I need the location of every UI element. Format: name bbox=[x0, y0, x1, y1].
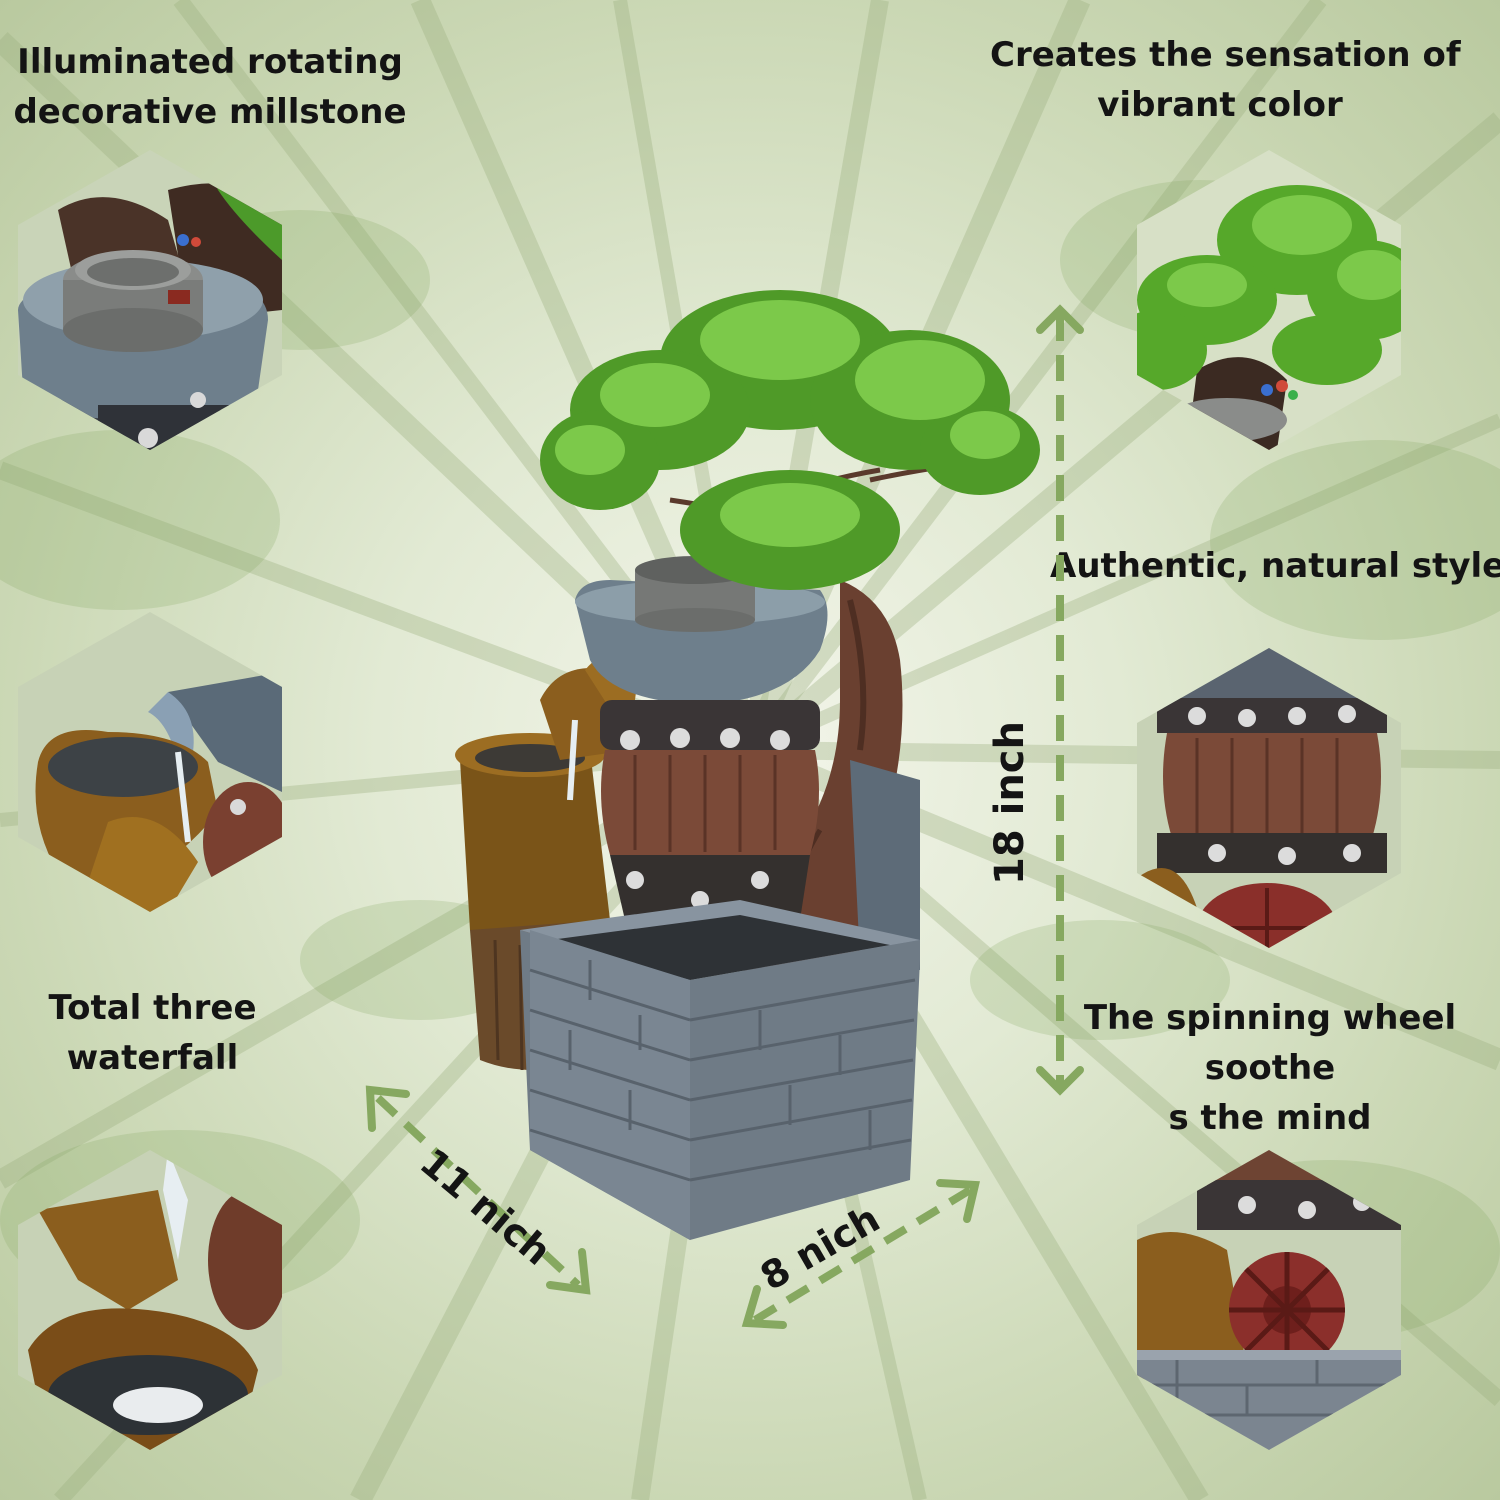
bonsai-foliage bbox=[540, 290, 1040, 590]
caption-wheel-line-1: The spinning wheel bbox=[1083, 998, 1457, 1038]
hex-pool-closeup bbox=[18, 1150, 282, 1450]
caption-waterfall-line-1: Total three bbox=[48, 988, 257, 1028]
hex-wheel-closeup bbox=[1137, 1150, 1401, 1450]
brick-basin bbox=[520, 900, 920, 1240]
caption-millstone: Illuminated rotating decorative millston… bbox=[10, 37, 410, 137]
caption-waterfall: Total three waterfall bbox=[30, 983, 275, 1083]
caption-spinning-wheel: The spinning wheel soothe s the mind bbox=[1080, 993, 1460, 1143]
tabletop-fountain-product bbox=[455, 290, 1040, 1240]
caption-vibrant-line-2: vibrant color bbox=[1097, 85, 1343, 125]
caption-natural-line-1: Authentic, natural style bbox=[1050, 546, 1500, 586]
hex-waterfall-spout-closeup bbox=[18, 612, 282, 912]
caption-millstone-line-1: Illuminated rotating bbox=[17, 42, 403, 82]
caption-natural-style: Authentic, natural style bbox=[1050, 541, 1500, 591]
caption-wheel-line-3: s the mind bbox=[1168, 1098, 1372, 1138]
barrel bbox=[600, 700, 820, 920]
caption-vibrant-color: Creates the sensation of vibrant color bbox=[990, 30, 1461, 130]
height-label: 18 inch bbox=[987, 721, 1033, 885]
caption-vibrant-line-1: Creates the sensation of bbox=[990, 35, 1461, 75]
millstone bbox=[575, 556, 828, 705]
hex-foliage-closeup bbox=[1137, 150, 1401, 450]
caption-waterfall-line-2: waterfall bbox=[66, 1038, 239, 1078]
caption-millstone-line-2: decorative millstone bbox=[13, 92, 407, 132]
width-dimension-arrow bbox=[741, 1179, 980, 1329]
caption-wheel-line-2: soothe bbox=[1204, 1048, 1336, 1088]
length-dimension-arrow bbox=[365, 1085, 591, 1295]
height-dimension-arrow bbox=[1036, 304, 1084, 1096]
hex-barrel-closeup bbox=[1137, 648, 1401, 948]
hex-millstone-closeup bbox=[18, 150, 282, 450]
